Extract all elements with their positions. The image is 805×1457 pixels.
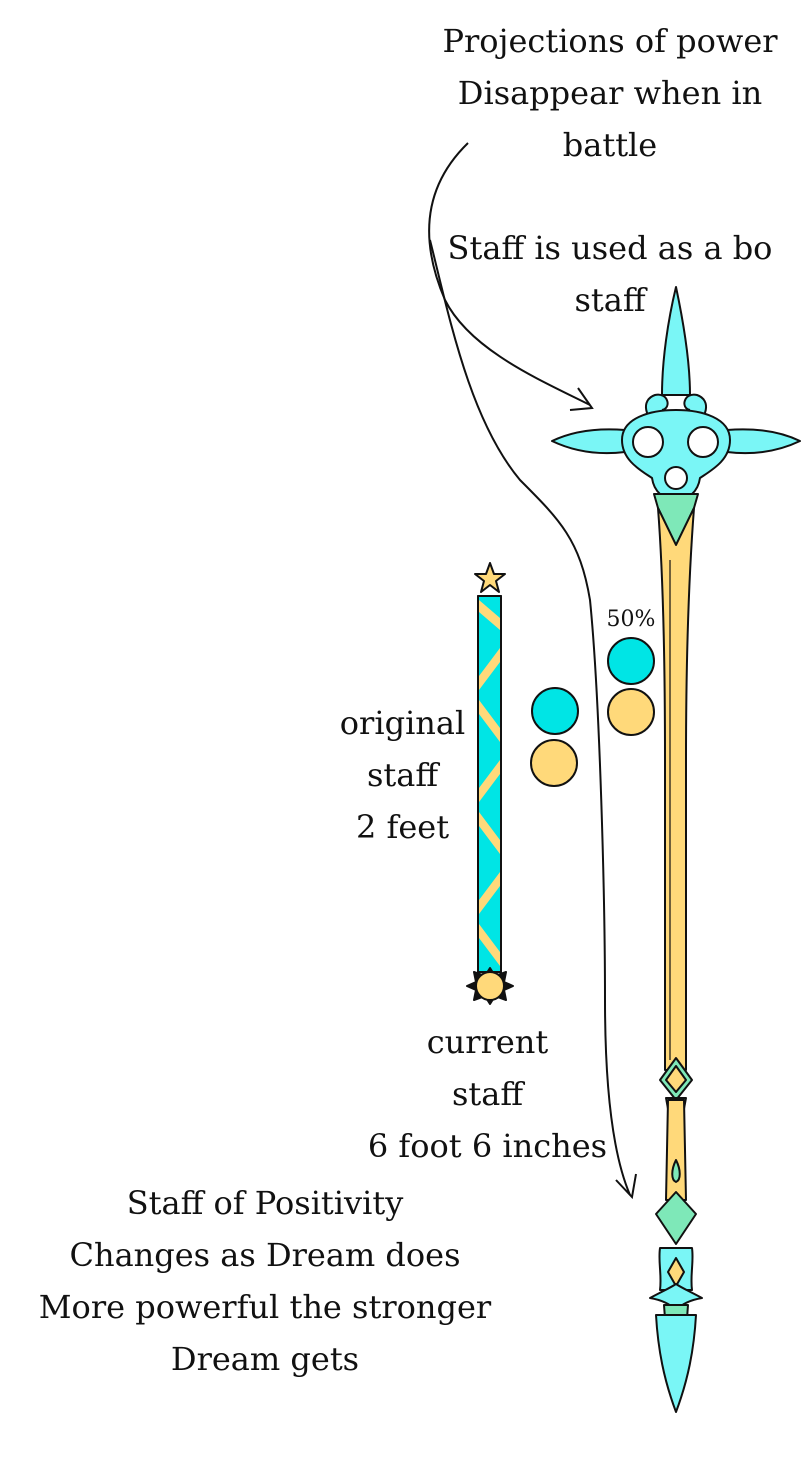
projections-note: Projections of power Disappear when in b… xyxy=(425,15,795,171)
staff-shaft xyxy=(657,507,695,1071)
current-line-2: staff xyxy=(451,1075,524,1113)
original-staff-note: original staff 2 feet xyxy=(320,697,485,853)
sun-orb xyxy=(475,971,505,1001)
small-gem xyxy=(671,1159,681,1183)
percent-label: 50% xyxy=(606,607,656,632)
head-hole-center xyxy=(664,466,688,490)
color-swatches xyxy=(530,637,655,787)
current-line-1: current xyxy=(426,1023,549,1061)
original-line-1: original xyxy=(339,704,466,742)
projections-line-1: Projections of power xyxy=(442,22,778,60)
top-spike xyxy=(661,286,691,396)
projections-line-2: Disappear when in xyxy=(457,74,763,112)
lower-shaft xyxy=(665,1099,687,1201)
positivity-note: Staff of Positivity Changes as Dream doe… xyxy=(20,1177,510,1385)
arrow-current-head xyxy=(615,1173,637,1200)
arrow-projections-head xyxy=(569,387,594,411)
swatch-cyan-original xyxy=(531,687,579,735)
positivity-line-1: Staff of Positivity xyxy=(126,1184,404,1222)
original-staff-stripes xyxy=(479,600,500,966)
current-staff xyxy=(551,286,801,1413)
projections-line-3: battle xyxy=(562,126,658,164)
positivity-line-3: More powerful the stronger xyxy=(38,1288,492,1326)
star-icon xyxy=(474,562,506,593)
positivity-line-4: Dream gets xyxy=(170,1340,360,1378)
swatch-cyan-50 xyxy=(607,637,655,685)
bo-staff-note: Staff is used as a bo staff xyxy=(430,222,790,326)
swatch-gold-50 xyxy=(607,688,655,736)
positivity-line-2: Changes as Dream does xyxy=(69,1236,461,1274)
original-line-3: 2 feet xyxy=(355,808,450,846)
bottom-spike xyxy=(655,1314,697,1413)
original-line-2: staff xyxy=(366,756,439,794)
head-hole-left xyxy=(632,426,664,458)
head-hole-right xyxy=(687,426,719,458)
bo-staff-line-2: staff xyxy=(574,281,646,319)
large-gem xyxy=(655,1191,697,1245)
bo-staff-line-1: Staff is used as a bo xyxy=(447,229,773,267)
lower-diamond-inner xyxy=(665,1065,687,1093)
original-staff xyxy=(466,562,514,1005)
swatch-gold-original xyxy=(530,739,578,787)
arrow-current-line xyxy=(429,239,631,1196)
current-staff-note: current staff 6 foot 6 inches xyxy=(360,1016,615,1172)
current-line-3: 6 foot 6 inches xyxy=(367,1127,608,1165)
